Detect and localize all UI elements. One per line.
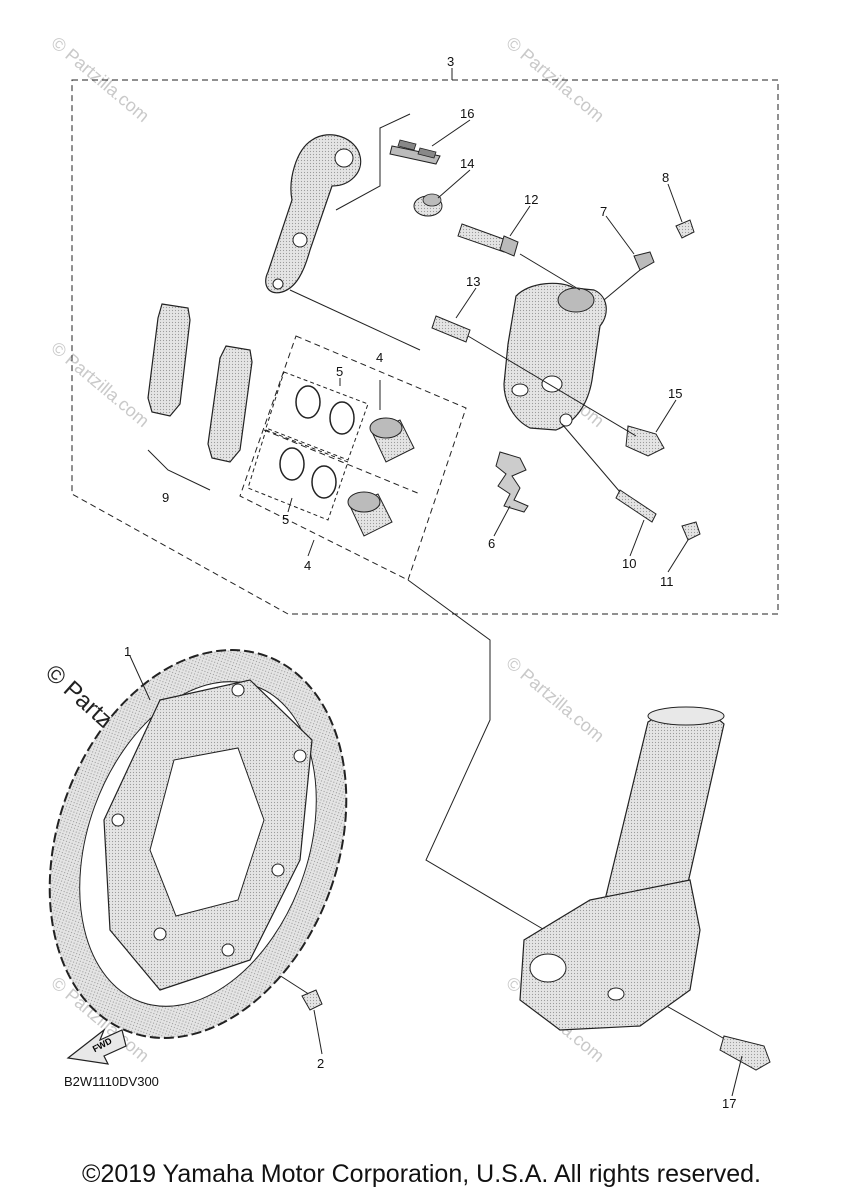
seal-ring-2	[329, 401, 355, 435]
callout-5b: 5	[282, 512, 289, 527]
watermark-1: © Partzilla.com	[47, 33, 153, 126]
boot-14	[413, 193, 443, 217]
seal-ring-4	[311, 465, 337, 499]
pad-spring	[389, 139, 441, 165]
callout-12: 12	[524, 192, 538, 207]
callout-8: 8	[662, 170, 669, 185]
caliper-body	[503, 282, 607, 431]
bolt-10	[615, 489, 657, 523]
callout-6: 6	[488, 536, 495, 551]
front-fork	[519, 706, 725, 1031]
callouts: 1 2 3 4 4 5 5 6 7 8 9 10 11 12 13 14 15 …	[124, 54, 736, 1111]
piston-lower	[347, 491, 393, 537]
callout-16: 16	[460, 106, 474, 121]
disc-bolt-2	[301, 989, 323, 1011]
callout-4b: 4	[304, 558, 311, 573]
copyright-notice: ©2019 Yamaha Motor Corporation, U.S.A. A…	[82, 1160, 761, 1188]
leader-9	[147, 449, 211, 491]
seal-kit-box-lower	[247, 429, 349, 521]
callout-3: 3	[447, 54, 454, 69]
caliper-bracket	[265, 134, 362, 294]
piston-kit-box-upper	[239, 335, 467, 581]
caliper-assembly-box	[71, 79, 779, 615]
bolt-15	[625, 425, 665, 457]
seal-kit-box-upper	[265, 371, 369, 461]
pin-12	[457, 223, 519, 257]
divider-4	[263, 429, 421, 495]
callout-1: 1	[124, 644, 131, 659]
callout-7: 7	[600, 204, 607, 219]
leader-16-bracket	[335, 113, 411, 211]
watermark-3: © Partzilla.com	[47, 338, 153, 431]
drawing-code: B2W1110DV300	[64, 1074, 159, 1089]
callout-2: 2	[317, 1056, 324, 1071]
bleed-screw-7	[633, 251, 655, 271]
callout-9: 9	[162, 490, 169, 505]
callout-15: 15	[668, 386, 682, 401]
seal-ring-1	[295, 385, 321, 419]
callout-5a: 5	[336, 364, 343, 379]
callout-17: 17	[722, 1096, 736, 1111]
callout-4a: 4	[376, 350, 383, 365]
nut-11	[681, 521, 701, 541]
callout-14: 14	[460, 156, 474, 171]
piston-upper	[369, 417, 415, 463]
callout-13: 13	[466, 274, 480, 289]
callout-10: 10	[622, 556, 636, 571]
fwd-arrow-icon: FWD	[66, 1028, 127, 1065]
watermark-2: © Partzilla.com	[502, 33, 608, 126]
brake-pad-right	[207, 345, 253, 463]
seal-ring-3	[279, 447, 305, 481]
cap-8	[675, 219, 695, 239]
clip-6	[495, 451, 529, 513]
watermark-5: © Partzilla.com	[502, 653, 608, 746]
brake-disc	[48, 649, 348, 1039]
pin-13	[431, 315, 471, 343]
brake-pad-left	[147, 303, 191, 417]
callout-11: 11	[660, 574, 674, 589]
bolt-17	[719, 1035, 771, 1071]
callout-leaders	[129, 119, 743, 1097]
